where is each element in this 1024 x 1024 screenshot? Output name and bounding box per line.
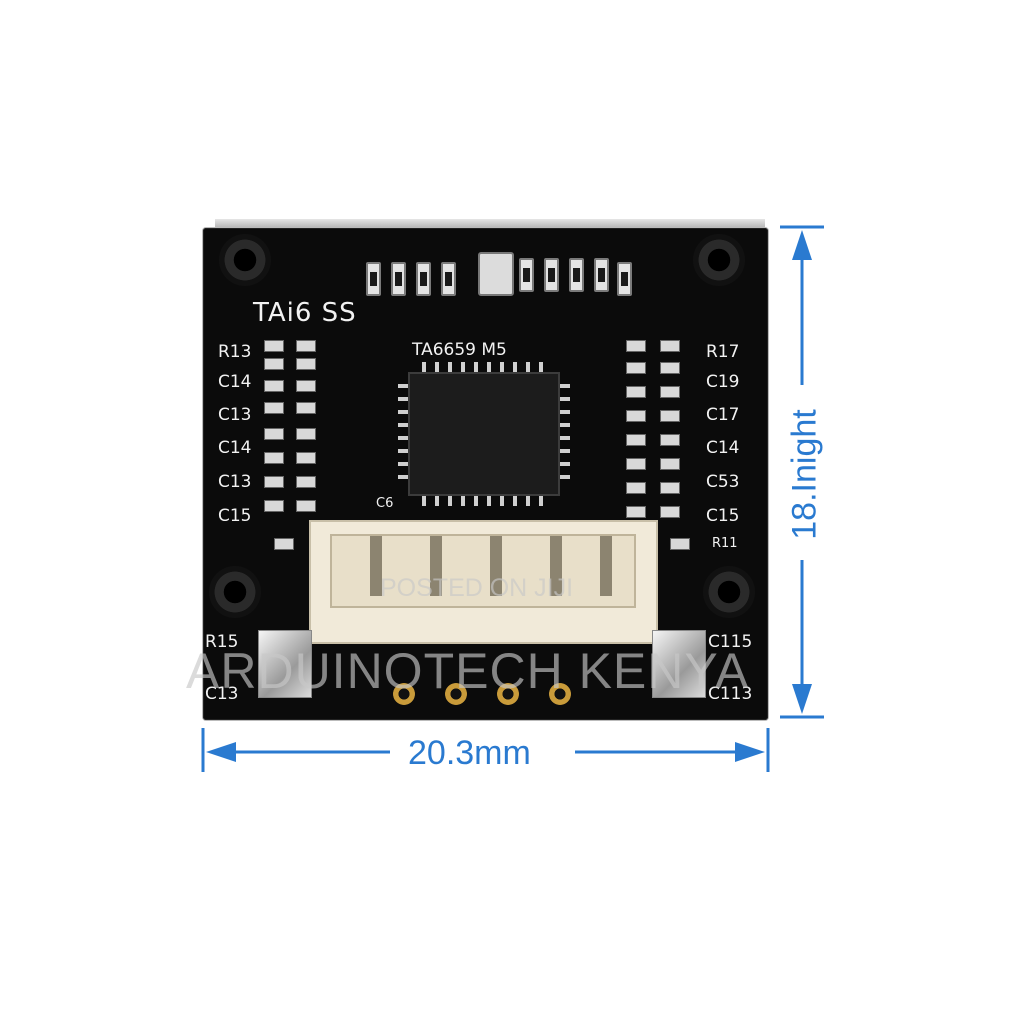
silk-label-right: C19 [706, 372, 740, 392]
chip-pin [448, 362, 452, 372]
chip-pin [398, 436, 408, 440]
silk-label-left: C15 [218, 506, 252, 526]
smd-component [391, 262, 406, 296]
chip-pin [560, 410, 570, 414]
smd-component [416, 262, 431, 296]
silk-label-left: C14 [218, 372, 252, 392]
width-arrow-right-icon [735, 742, 765, 762]
silk-label-right: C15 [706, 506, 740, 526]
smd-component [366, 262, 381, 296]
smd-component [441, 262, 456, 296]
chip-pin [422, 496, 426, 506]
silk-label-right: C53 [706, 472, 740, 492]
chip-pin [539, 496, 543, 506]
chip-pin [474, 362, 478, 372]
chip-pin [560, 449, 570, 453]
height-arrow-top-icon [792, 230, 812, 260]
chip-pin [474, 496, 478, 506]
silk-label-bottom-left: R15 [205, 632, 239, 652]
connector-contact [490, 536, 502, 596]
board-title-silkscreen: TAi6 SS [253, 298, 357, 328]
chip-pin [435, 496, 439, 506]
height-arrow-bottom-icon [792, 684, 812, 714]
mounting-hole-top-left [219, 234, 271, 286]
mounting-hole-bottom-left [209, 566, 261, 618]
chip-pin [560, 462, 570, 466]
silk-label-bottom-right: C115 [708, 632, 753, 652]
chip-pin [513, 362, 517, 372]
silk-label-right: C14 [706, 438, 740, 458]
silk-label-right: C17 [706, 405, 740, 425]
chip-pin [513, 496, 517, 506]
watermark-brand: ARDUINOTECH KENYA [186, 643, 750, 699]
silk-label-bottom-right: C113 [708, 684, 753, 704]
chip-pin [560, 423, 570, 427]
silk-label-left: C13 [218, 405, 252, 425]
chip-pin [398, 423, 408, 427]
chip-pin [560, 384, 570, 388]
chip-pin [560, 397, 570, 401]
connector-contact [430, 536, 442, 596]
chip-pin [461, 362, 465, 372]
chip-pin [487, 496, 491, 506]
metal-pad-right [652, 630, 706, 698]
chip-pin [526, 362, 530, 372]
chip-pin [422, 362, 426, 372]
smd-component [569, 258, 584, 292]
chip-pin [461, 496, 465, 506]
smd-component [544, 258, 559, 292]
gold-pin [393, 683, 415, 705]
chip-pin [398, 449, 408, 453]
chip-pin [398, 462, 408, 466]
metal-pad-left [258, 630, 312, 698]
mounting-hole-top-right [693, 234, 745, 286]
chip-pin [398, 397, 408, 401]
qfp-chip [408, 372, 560, 496]
connector-contact [370, 536, 382, 596]
width-dimension-label: 20.3mm [408, 734, 531, 772]
silk-small-mark: C6 [376, 496, 394, 511]
chip-pin [539, 362, 543, 372]
smd-component [519, 258, 534, 292]
chip-pin [435, 362, 439, 372]
silk-label-left: R13 [218, 342, 252, 362]
connector-contact [550, 536, 562, 596]
smd-component [617, 262, 632, 296]
gold-pin [445, 683, 467, 705]
width-arrow-left-icon [206, 742, 236, 762]
chip-pin [448, 496, 452, 506]
gold-pin [497, 683, 519, 705]
watermark-posted: POSTED ON JIJI [380, 574, 574, 602]
connector-contact [600, 536, 612, 596]
chip-label-silkscreen: TA6659 M5 [412, 340, 507, 360]
silk-label-left: C14 [218, 438, 252, 458]
chip-pin [398, 410, 408, 414]
chip-pin [526, 496, 530, 506]
silk-label-right: R17 [706, 342, 740, 362]
chip-pin [487, 362, 491, 372]
chip-pin [560, 436, 570, 440]
chip-pin [500, 362, 504, 372]
smd-crystal [478, 252, 514, 296]
silk-label-bottom-left: C13 [205, 684, 239, 704]
height-dimension-label: 18.Inight [785, 409, 824, 540]
smd-component [594, 258, 609, 292]
chip-pin [398, 475, 408, 479]
chip-pin [560, 475, 570, 479]
gold-pin [549, 683, 571, 705]
chip-pin [398, 384, 408, 388]
chip-pin [500, 496, 504, 506]
silk-label-left: C13 [218, 472, 252, 492]
silk-small-mark: R11 [712, 536, 738, 551]
mounting-hole-bottom-right [703, 566, 755, 618]
